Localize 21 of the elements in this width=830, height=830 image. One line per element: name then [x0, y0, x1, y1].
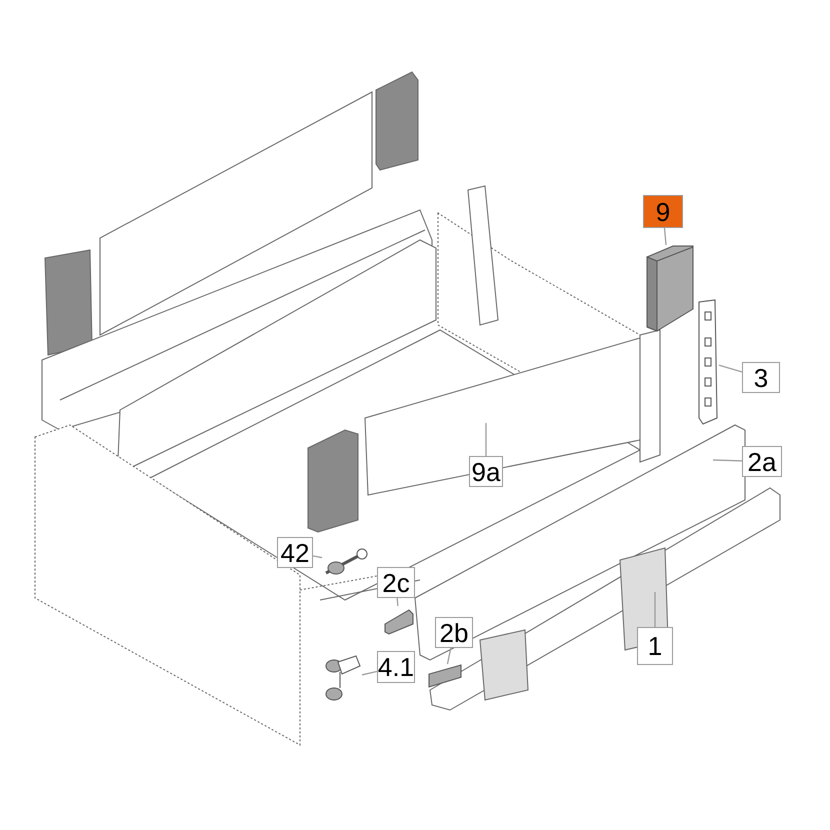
leader-line	[654, 592, 656, 627]
callout-number: 2a	[742, 446, 782, 477]
leader-line	[312, 555, 322, 558]
end-cap-part	[645, 245, 695, 333]
leader-line	[485, 423, 487, 456]
leader-line	[664, 228, 667, 246]
leader-line	[396, 598, 398, 606]
leader-line	[718, 364, 742, 373]
callout-number: 9	[643, 195, 683, 228]
leader-line	[362, 670, 378, 676]
callout-number: 2c	[377, 567, 415, 598]
callout-number: 1	[637, 627, 673, 665]
leader-line	[446, 648, 452, 664]
callout-number: 3	[742, 362, 780, 393]
callout-number: 2b	[435, 617, 473, 648]
trim-strip-part	[428, 664, 462, 688]
callout-number: 9a	[469, 456, 503, 487]
callout-number: 42	[277, 537, 313, 568]
callout-number: 4.1	[377, 651, 415, 683]
leader-line	[712, 459, 742, 462]
rear-bracket-part	[697, 298, 719, 426]
